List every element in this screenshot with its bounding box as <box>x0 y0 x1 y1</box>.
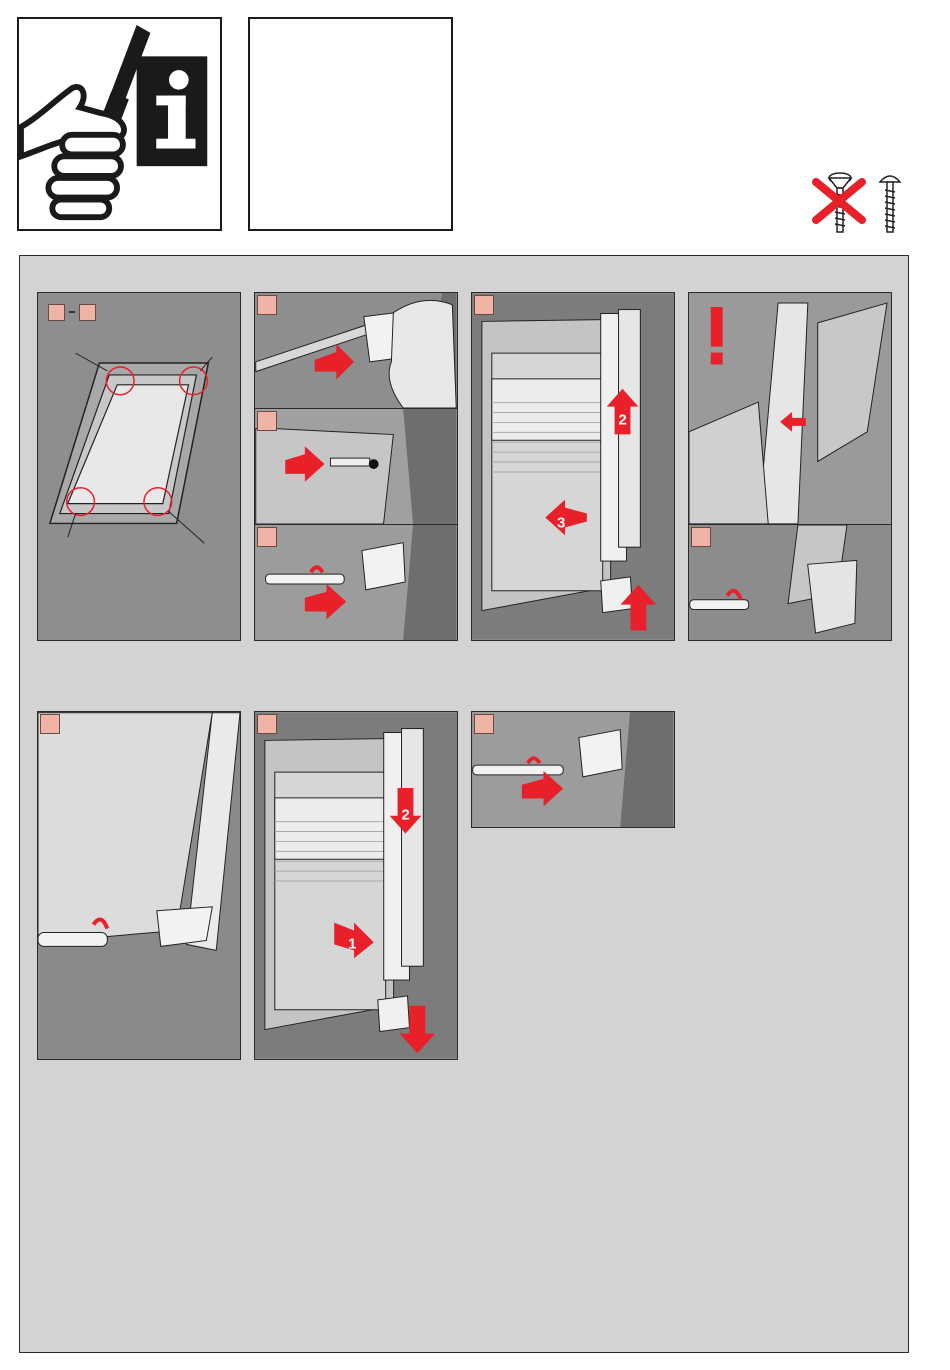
info-icon-box <box>17 17 222 231</box>
step-badge <box>40 714 60 734</box>
step-badge <box>474 714 494 734</box>
screw-cover-panel <box>688 524 892 641</box>
insert-bracket-panel <box>254 292 458 409</box>
final-screw-panel <box>471 711 675 828</box>
pan-head-screw-icon <box>880 176 900 232</box>
instruction-panel: 2 3 ! <box>19 255 909 1353</box>
step-number-label: 3 <box>557 515 565 531</box>
window-overview-panel <box>37 292 241 641</box>
step-number-label: 1 <box>348 936 356 952</box>
step-badge <box>691 527 711 547</box>
step-badge <box>257 411 277 431</box>
step-badge <box>257 714 277 734</box>
window-frame-diagram <box>38 293 240 640</box>
warning-icon <box>711 307 723 347</box>
blank-note-box <box>248 17 453 231</box>
mount-blind-panel: 2 3 <box>471 292 675 641</box>
detail-warning-panel: ! <box>688 292 892 525</box>
lower-blind-panel: 2 1 <box>254 711 458 1060</box>
screw-type-icons <box>808 168 920 240</box>
screw-bracket-panel <box>254 524 458 641</box>
step-number-label: 2 <box>619 412 627 428</box>
step-number-label: 2 <box>402 808 410 824</box>
step-range-badge <box>48 303 96 321</box>
step-badge <box>257 527 277 547</box>
fix-sidebar-panel <box>37 711 241 1060</box>
step-badge <box>474 295 494 315</box>
drill-hole-panel <box>254 408 458 525</box>
countersunk-screw-crossed-icon <box>816 173 862 232</box>
screwdriver-info-icon <box>19 19 220 229</box>
step-badge <box>257 295 277 315</box>
